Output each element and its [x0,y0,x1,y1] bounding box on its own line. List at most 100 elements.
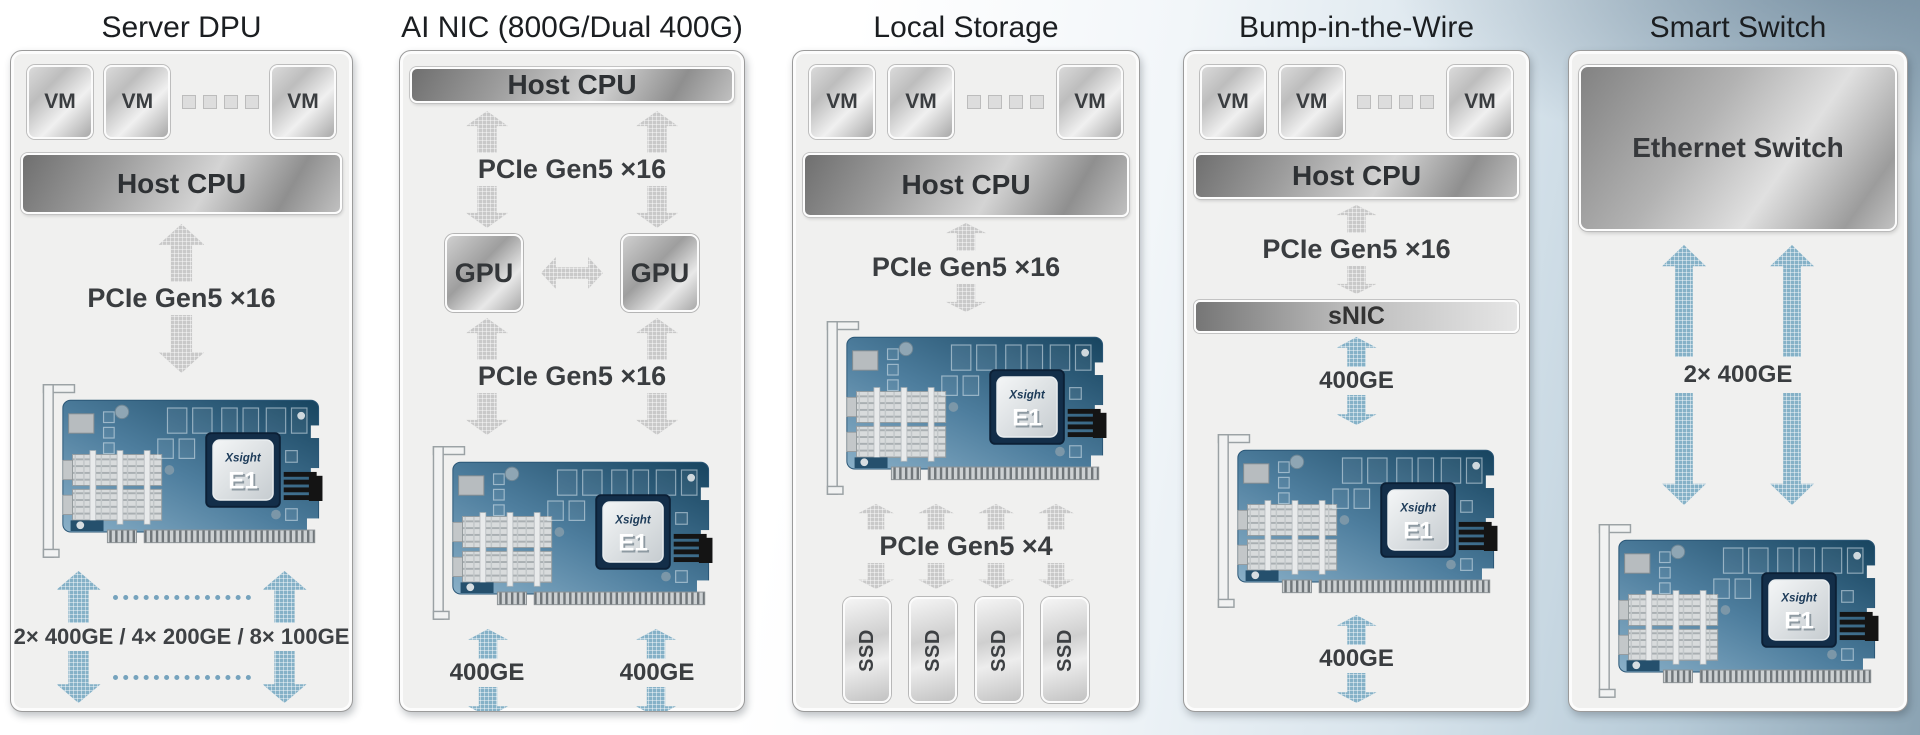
vm-block: VM [888,65,954,139]
down-arrow-icon [468,687,508,711]
gpu-row: GPU GPU [445,234,699,312]
dot [181,95,196,109]
uplink-arrows-top [21,571,342,623]
vm-row: VM VM VM [1194,65,1519,139]
down-arrow-icon [978,563,1014,589]
wire-top-block: 400GE [1319,337,1394,425]
up-arrow-icon [1336,615,1377,645]
nic-port [458,475,485,496]
ssd-block: SSD [975,597,1023,703]
dot [1357,95,1372,109]
dot [967,95,981,109]
component-pads [1277,457,1483,571]
vm-row: VM VM VM [803,65,1129,139]
down-arrow-icon [858,563,894,589]
dotted-line [112,594,251,600]
vm-block: VM [809,65,875,139]
host-cpu-block: Host CPU [1194,153,1519,199]
ssd-label: SSD [1053,628,1076,672]
down-arrow-icon [636,186,678,228]
nic-edge-connector [106,529,315,544]
ellipsis-dots-icon [1357,95,1435,109]
down-arrow-icon [1336,673,1377,703]
arrows-down-row [468,687,676,711]
pcie-link-block: PCIe Gen5 ×16 [87,224,276,373]
down-arrow-icon [158,315,205,373]
ssd-label: SSD [921,628,944,672]
nic-card-slot: Xsight E1 E1 [411,439,733,625]
panel-title: Local Storage [873,11,1059,44]
port-modes-block: 2× 400GE / 4× 200GE / 8× 100GE [14,571,349,703]
vm-block: VM [27,65,93,139]
nic-edge-connector [496,591,706,606]
nic-bracket [826,321,860,495]
rear-module [70,520,104,532]
chip-brand-label: Xsight [1399,501,1437,514]
chip-model-label: E1 [618,529,648,556]
nic-card: Xsight E1 E1 [432,446,713,620]
ssd-block: SSD [843,597,891,703]
up-arrow-icon [468,629,508,659]
ge-labels-row: 400GE 400GE [402,659,742,687]
chip-model-label: E1 [1403,517,1433,544]
nic-bracket [42,384,75,558]
arrows-up-row [466,111,678,153]
rear-module [1626,660,1660,672]
chip-brand-label: Xsight [224,451,262,464]
dot [202,95,217,109]
ellipsis-dots-icon [181,95,259,109]
nic-card-slot: Xsight E1 E1 [1577,517,1899,703]
chip-brand-label: Xsight [1780,591,1818,604]
nic-card: Xsight E1 E1 [826,321,1107,495]
mounting-holes [114,404,305,520]
mounting-holes [1289,454,1480,570]
up-arrow-icon [466,111,508,153]
nic-bracket [1598,524,1632,698]
up-arrow-icon [858,504,894,530]
nic-port [1242,463,1269,484]
ge-ports-block: 400GE 400GE [402,629,742,711]
up-arrow-icon [56,571,101,623]
nic-card-slot: Xsight E1 E1 [805,314,1127,500]
ge-label: 400GE [1319,645,1394,672]
chip-model-label: E1 [228,467,258,494]
mounting-holes [898,341,1090,457]
nic-edge-connector [1281,579,1490,594]
pcie-ssd-link-block: PCIe Gen5 ×4 [858,504,1074,589]
qsfp-heatsink [1618,590,1719,665]
vm-block: VM [1278,65,1345,139]
nic-port [1624,553,1651,574]
up-arrow-icon [466,318,508,360]
uplink-label: 2× 400GE [1683,361,1793,388]
chip-model-label: E1 [1012,404,1042,431]
panel-title: Bump-in-the-Wire [1238,11,1475,44]
nic-card: Xsight E1 E1 [42,384,322,558]
arrows-up-row [466,318,678,360]
arrows-up-row [468,629,676,659]
ssd-block: SSD [1041,597,1089,703]
nic-rear-connector [1839,611,1879,641]
chip-model-shadow: E1 [620,531,650,558]
panel-title: AI NIC (800G/Dual 400G) [401,11,743,44]
e1-chip: Xsight E1 E1 [1379,482,1456,558]
panel-server-dpu: Server DPU VM VM VM Host CPU PCIe Gen5 ×… [10,6,353,712]
down-arrow-icon [945,284,986,312]
panel-bump-in-the-wire: Bump-in-the-Wire VM VM VM Host CPU PCIe … [1183,6,1530,712]
nic-port [67,413,94,434]
nic-bracket [432,446,466,620]
nic-rear-connector [283,471,322,501]
down-arrow-icon [1038,563,1074,589]
nic-card-slot: Xsight E1 E1 [1196,427,1518,613]
up-arrow-icon [978,504,1014,530]
arrows-down-row [466,186,678,228]
nic-card-slot: Xsight E1 E1 [21,377,343,563]
down-arrow-icon [56,651,101,703]
nic-edge-connector [1662,669,1872,684]
component-pads [102,407,308,521]
mounting-holes [504,466,696,582]
down-arrow-icon [1770,393,1814,505]
dot [988,95,1002,109]
down-arrow-icon [636,687,676,711]
nic-card: Xsight E1 E1 [1217,434,1497,608]
pcie-link-block: PCIe Gen5 ×16 [1262,205,1451,294]
